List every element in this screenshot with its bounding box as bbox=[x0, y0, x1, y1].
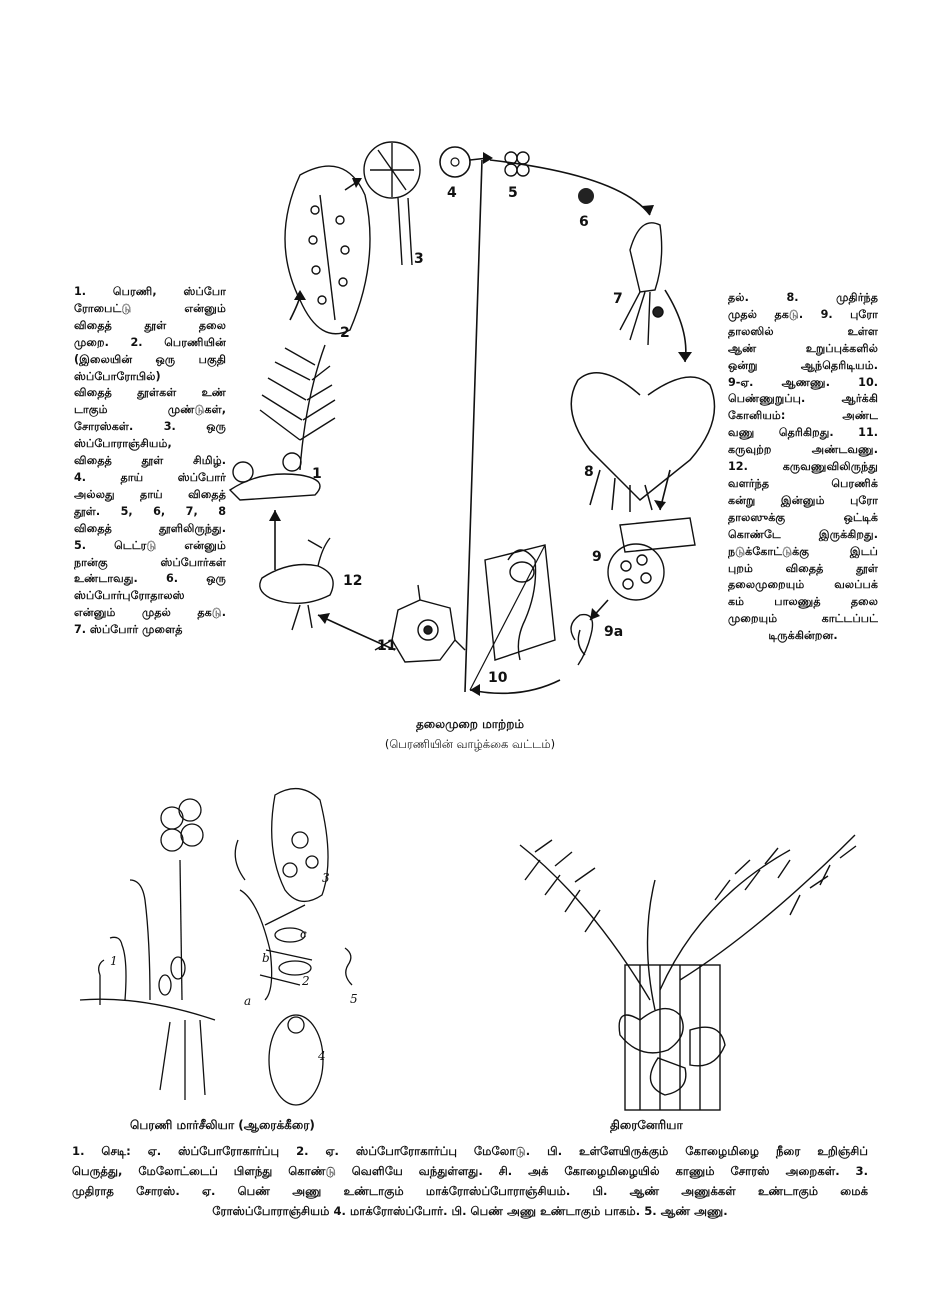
text-line: வளர்ந்த பெரணிக் bbox=[728, 476, 878, 490]
stage-4-spore-mother-cell bbox=[439, 146, 471, 178]
right-text-column: தல். 8. முதிர்ந்த முதல் தகடு. 9. புரோ தாலஸ… bbox=[728, 290, 878, 645]
stage-9-antheridium bbox=[607, 517, 696, 601]
text-line: ரோஸ்ப்போராஞ்சியம் 4. மாக்ரோஸ்ப்போர். பி.… bbox=[212, 1204, 728, 1218]
figure-footnote: 1. செடி: ஏ. ஸ்ப்போரோகார்ப்பு 2. ஏ. ஸ்ப்ப… bbox=[72, 1141, 868, 1221]
text-line: (இலையின் ஒரு பகுதி bbox=[74, 352, 226, 366]
marsilea-figure-label: c bbox=[300, 927, 307, 941]
text-line: 12. கருவணுவிலிருந்து bbox=[728, 460, 878, 474]
stage-1-fern-plant bbox=[228, 344, 336, 501]
stage-label: 11 bbox=[377, 638, 396, 654]
stage-label: 3 bbox=[414, 251, 424, 267]
text-line: டாகும் முண்டுகள், bbox=[74, 403, 226, 417]
text-line: கருவுற்ற அண்டவணு. bbox=[728, 443, 878, 457]
stage-2-pinna-with-sori bbox=[284, 165, 371, 335]
text-line: நடுக்கோட்டுக்கு இடப் bbox=[728, 544, 878, 558]
text-line: ஆண் உறுப்புக்களில் bbox=[728, 341, 878, 355]
text-line: நான்கு ஸ்ப்போர்கள் bbox=[74, 555, 226, 569]
text-line: முதிராத சோரஸ். ஏ. பெண் அணு உண்டாகும் மாக… bbox=[72, 1184, 868, 1198]
stage-10-archegonium bbox=[484, 544, 556, 661]
marsilea-figure-label: 2 bbox=[301, 974, 310, 988]
text-line: 9-ஏ. ஆணணு. 10. bbox=[728, 375, 878, 389]
text-line: விதைத் தூள் தலை bbox=[74, 318, 226, 332]
cycle-arrow-bottom bbox=[469, 679, 561, 695]
marsilea-figure-label: 3 bbox=[322, 871, 330, 885]
text-line: அல்லது தாய் விதைத் bbox=[74, 487, 226, 501]
marsilea-figure-label: 4 bbox=[317, 1049, 326, 1063]
cycle-arrow-right bbox=[664, 289, 687, 363]
stage-label: 7 bbox=[613, 291, 623, 307]
marsilea-figure-label: 1 bbox=[110, 954, 118, 968]
trichomanes-illustration bbox=[519, 834, 857, 1111]
stage-label: 5 bbox=[508, 185, 518, 201]
text-line: புறம் விதைத் தூள் bbox=[728, 561, 878, 575]
stage-5-tetrad bbox=[504, 151, 530, 177]
text-line: தாலஸுக்கு ஒட்டிக் bbox=[728, 510, 878, 524]
text-line: விதைத் தூள் சிமிழ். bbox=[74, 454, 226, 468]
stage-3-sporangium bbox=[363, 141, 421, 266]
marsilea-caption: பெரணி மார்சீலியா (ஆரைக்கீரை) bbox=[130, 1118, 315, 1132]
text-line: முதல் தகடு. 9. புரோ bbox=[728, 307, 878, 321]
trichomanes-caption: திரைனேரியா bbox=[610, 1118, 683, 1132]
marsilea-illustration bbox=[79, 788, 353, 1106]
marsilea-figure-label: a bbox=[244, 994, 251, 1008]
stage-label: 9 bbox=[592, 549, 602, 565]
text-line: கொண்டே இருக்கிறது. bbox=[728, 527, 878, 541]
text-line: தலைமுறையும் வலப்பக் bbox=[728, 578, 878, 592]
cycle-arrow-top-right bbox=[489, 159, 651, 216]
text-line: ஸ்ப்போரோபில்) bbox=[74, 369, 161, 383]
stage-7-germinating-spore bbox=[619, 222, 664, 346]
text-line: சோரஸ்கள். 3. ஒரு bbox=[74, 420, 226, 434]
text-line: ரோபைட்டு என்னும் bbox=[74, 301, 226, 315]
generation-divider-line bbox=[464, 159, 483, 693]
stage-8-prothallus bbox=[570, 372, 716, 512]
text-line: கம் பாலணுத் தலை bbox=[728, 595, 878, 609]
text-line: 1. செடி: ஏ. ஸ்ப்போரோகார்ப்பு 2. ஏ. ஸ்ப்ப… bbox=[72, 1144, 868, 1158]
text-line: ஒன்று ஆந்தெரிடியம். bbox=[728, 358, 878, 372]
text-line: பெண்ணுறுப்பு. ஆர்க்கி bbox=[728, 392, 878, 406]
text-line: என்னும் முதல் தகடு. bbox=[74, 606, 226, 620]
text-line: விதைத் தூள்கள் உண் bbox=[74, 386, 226, 400]
stage-label: 6 bbox=[579, 214, 589, 230]
stage-11-fertilized-egg bbox=[374, 584, 466, 663]
text-line: 1. பெரணி, ஸ்ப்போ bbox=[74, 285, 226, 298]
stage-label: 9a bbox=[604, 624, 623, 640]
life-cycle-subtitle: (பெரணியின் வாழ்க்கை வட்டம்) bbox=[384, 737, 556, 751]
stage-6-spore bbox=[578, 188, 594, 204]
text-line: டிருக்கின்றன. bbox=[768, 629, 838, 643]
marsilea-labels: 1 2 3 4 5 a b c bbox=[110, 871, 358, 1063]
stage-12-young-sporophyte bbox=[259, 537, 334, 631]
text-line: உண்டாவது. 6. ஒரு bbox=[74, 572, 226, 586]
text-line: 4. தாய் ஸ்ப்போர் bbox=[74, 470, 226, 484]
stage-9a-antherozoid bbox=[570, 613, 594, 666]
text-line: ஸ்ப்போர்புரோதாலஸ் bbox=[74, 589, 185, 603]
marsilea-figure-label: 5 bbox=[350, 992, 358, 1006]
text-line: பெருத்து, மேலோட்டைப் பிளந்து கொண்டு வெளி… bbox=[72, 1164, 868, 1178]
stage-label: 10 bbox=[488, 670, 508, 686]
life-cycle-title: தலைமுறை மாற்றம் bbox=[415, 717, 525, 731]
left-text-column: 1. பெரணி, ஸ்ப்போ ரோபைட்டு என்னும் விதைத் த… bbox=[74, 284, 226, 639]
text-line: கோனியம்: அண்ட bbox=[728, 409, 878, 423]
text-line: வணு தெரிகிறது. 11. bbox=[728, 426, 878, 440]
stage-label: 4 bbox=[447, 185, 457, 201]
cycle-arrow-8-10 bbox=[469, 544, 546, 691]
text-line: 5. டெட்ரடு என்னும் bbox=[74, 538, 226, 552]
text-line: முறையும் காட்டப்பட் bbox=[728, 612, 878, 626]
text-line: முறை. 2. பெரணியின் bbox=[74, 335, 226, 349]
stage-label: 1 bbox=[312, 466, 322, 482]
text-line: ஸ்ப்போராஞ்சியம், bbox=[74, 437, 172, 451]
text-line: 7. ஸ்ப்போர் முளைத் bbox=[74, 623, 183, 637]
text-line: தூள். 5, 6, 7, 8 bbox=[74, 504, 226, 518]
text-line: தாலஸில் உள்ள bbox=[728, 324, 878, 338]
text-line: விதைத் தூளிலிருந்து. bbox=[74, 521, 226, 535]
stage-label: 12 bbox=[343, 573, 362, 589]
text-line: கன்று இன்னும் புரோ bbox=[728, 493, 878, 507]
stage-label: 8 bbox=[584, 464, 594, 480]
marsilea-figure-label: b bbox=[262, 951, 270, 965]
text-line: தல். 8. முதிர்ந்த bbox=[728, 291, 878, 304]
stage-label: 2 bbox=[340, 325, 350, 341]
